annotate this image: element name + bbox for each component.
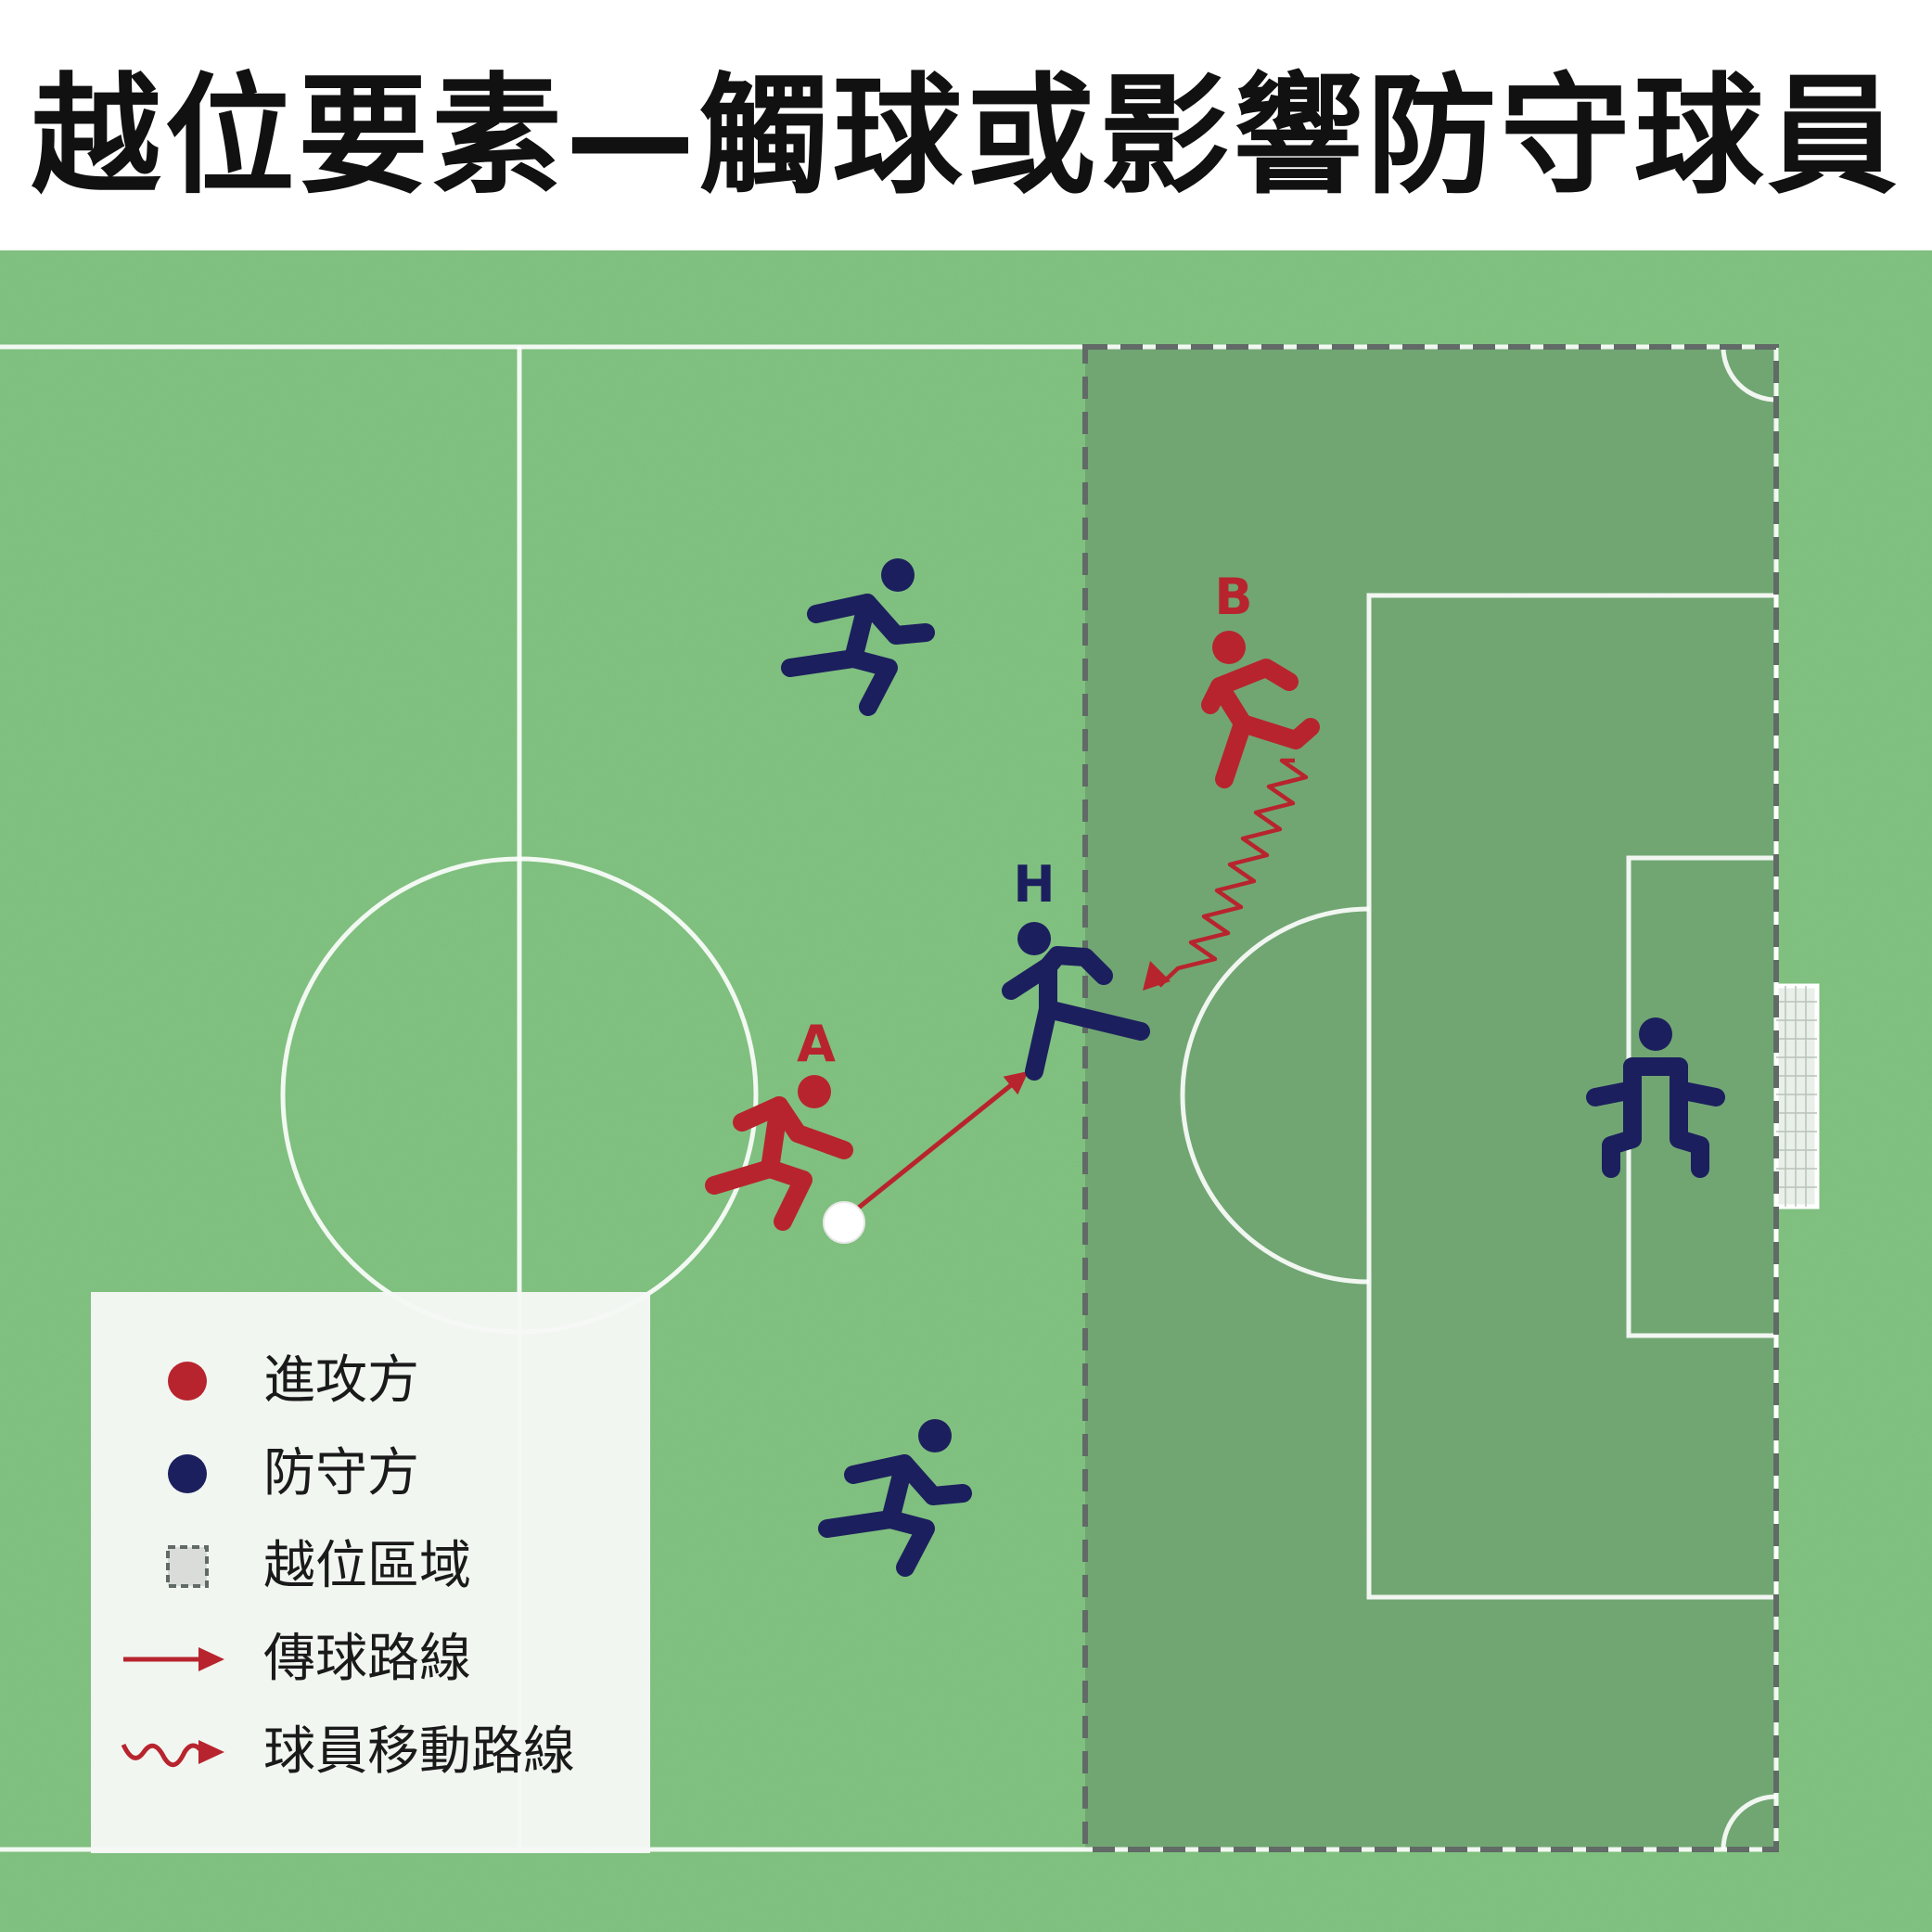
pass-route-arrow (853, 1070, 1029, 1212)
attacker-a (705, 1075, 853, 1231)
offside-zone-border (1082, 344, 1779, 1852)
attacking-dot-icon (168, 1362, 207, 1401)
attacker-b (1201, 631, 1320, 788)
legend-item-movement-route: 球員移動路線 (91, 1706, 650, 1798)
goal-net (1773, 983, 1820, 1209)
defending-dot-icon (168, 1454, 207, 1493)
goalkeeper (1586, 1017, 1725, 1178)
penalty-arc (1180, 906, 1370, 1285)
legend-label-pass-route: 傳球路線 (263, 1629, 471, 1689)
legend: 進攻方 防守方 越位區域 傳球路線 球員移動路線 (91, 1292, 650, 1853)
movement-wavy-arrow-icon (121, 1740, 224, 1768)
legend-item-pass-route: 傳球路線 (91, 1613, 650, 1706)
defender-top (781, 558, 935, 716)
defender-bottom (818, 1419, 972, 1577)
movement-route-arrow (1158, 758, 1309, 988)
attacker-b-label: B (1214, 568, 1252, 626)
defender-h (1002, 922, 1150, 1081)
defender-h-label: H (1013, 855, 1055, 914)
legend-item-attacking: 進攻方 (91, 1335, 650, 1427)
legend-item-defending: 防守方 (91, 1427, 650, 1520)
corner-arc-top (1721, 346, 1777, 403)
pass-arrow-icon (123, 1647, 224, 1671)
legend-label-movement-route: 球員移動路線 (263, 1721, 575, 1782)
legend-label-defending: 防守方 (263, 1443, 419, 1503)
corner-arc-bottom (1721, 1794, 1777, 1850)
page-title: 越位要素—觸球或影響防守球員 (31, 61, 1901, 212)
attacker-a-label: A (797, 1015, 836, 1073)
legend-item-offside-zone: 越位區域 (91, 1520, 650, 1613)
legend-label-attacking: 進攻方 (263, 1350, 419, 1411)
ball (823, 1201, 865, 1244)
legend-label-offside-zone: 越位區域 (263, 1536, 471, 1596)
offside-zone-swatch-icon (166, 1545, 209, 1588)
movement-arrowhead (1143, 961, 1171, 991)
